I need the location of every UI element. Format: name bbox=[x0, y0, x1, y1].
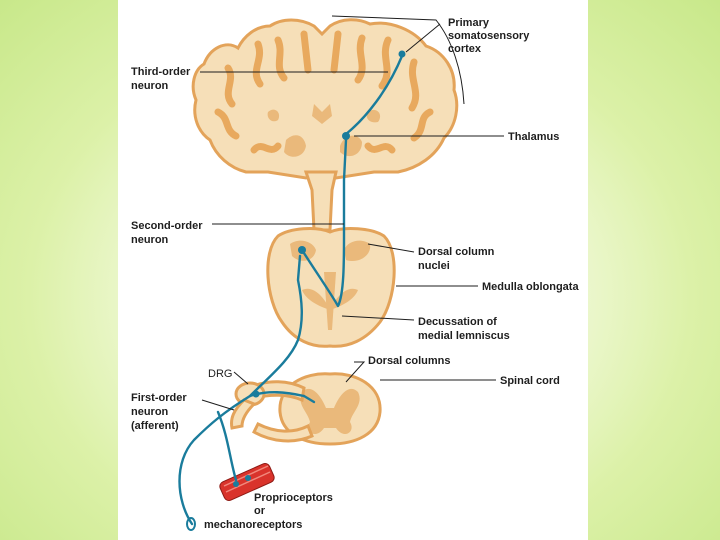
mechanoreceptor-ending bbox=[186, 517, 196, 531]
label-spinal-cord: Spinal cord bbox=[500, 375, 560, 387]
label-first-order-neuron: First-order neuron (afferent) bbox=[131, 392, 190, 432]
label-receptors: Proprioceptors or mechanoreceptors bbox=[204, 492, 336, 531]
brain-section bbox=[191, 18, 459, 232]
label-primary-cortex: Primary somatosensory cortex bbox=[448, 17, 532, 55]
second-order-axon bbox=[300, 138, 348, 308]
medulla-oblongata bbox=[266, 227, 396, 348]
label-third-order-neuron: Third-order neuron bbox=[131, 66, 193, 92]
dorsal-column-nucleus-synapse bbox=[298, 246, 306, 254]
label-second-order-neuron: Second-order neuron bbox=[131, 220, 206, 246]
muscle-spindle bbox=[219, 462, 275, 502]
drg-cell-body bbox=[252, 390, 260, 398]
spinal-cord-section bbox=[230, 372, 382, 446]
slide-panel: Primary somatosensory cortex Third-order… bbox=[118, 0, 588, 540]
cortex-terminal bbox=[398, 50, 406, 58]
leader-lines bbox=[200, 15, 504, 411]
label-drg: DRG bbox=[208, 368, 232, 380]
label-thalamus: Thalamus bbox=[508, 131, 559, 143]
label-dorsal-column-nuclei: Dorsal column nuclei bbox=[418, 246, 497, 272]
label-decussation: Decussation of medial lemniscus bbox=[418, 316, 510, 342]
label-medulla-oblongata: Medulla oblongata bbox=[482, 281, 579, 293]
label-dorsal-columns: Dorsal columns bbox=[368, 355, 451, 367]
neuron-pathway bbox=[178, 50, 406, 531]
thalamus-synapse bbox=[342, 132, 350, 140]
dorsal-column-pathway-diagram: Primary somatosensory cortex Third-order… bbox=[131, 15, 579, 531]
labels: Primary somatosensory cortex Third-order… bbox=[131, 17, 579, 531]
first-order-axon bbox=[178, 391, 306, 526]
third-order-axon bbox=[344, 54, 404, 136]
